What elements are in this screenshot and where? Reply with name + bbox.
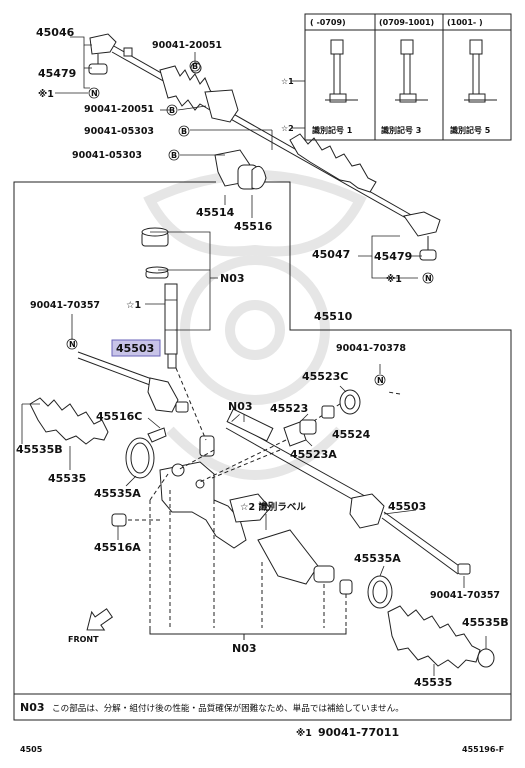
- part-label-45510: 45510: [314, 310, 353, 323]
- marker-x1-left: ※1: [38, 89, 54, 100]
- callout-b-top: [189, 60, 201, 72]
- pinion-variant-3: [464, 39, 497, 103]
- part-label-45503-right: 45503: [388, 500, 426, 513]
- callout-letter: N: [425, 274, 432, 283]
- callout-letter: N: [69, 340, 76, 349]
- callout-b-a: [178, 125, 190, 137]
- housing: [159, 435, 353, 595]
- right-side-parts: [349, 493, 495, 676]
- callout-b-b: [168, 149, 180, 161]
- part-label-90041-70378: 90041-70378: [336, 343, 406, 354]
- callout-b-mid: [166, 104, 178, 116]
- pinion-variant-2: [395, 39, 428, 103]
- callout-letter: N: [91, 89, 98, 98]
- callout-letter: B: [192, 62, 198, 71]
- table-id-3: 識別記号 5: [450, 125, 491, 135]
- part-label-n03-bottom: N03: [232, 642, 257, 655]
- front-arrow-icon: [86, 608, 114, 631]
- part-label-45535a-left: 45535A: [94, 487, 141, 500]
- part-label-45523: 45523: [270, 402, 308, 415]
- part-label-45503-highlight: 45503: [116, 342, 154, 355]
- note-code: N03: [20, 701, 45, 714]
- part-label-90041-70357-right: 90041-70357: [430, 590, 500, 601]
- rack-bar: [225, 408, 373, 509]
- callout-n-left: [88, 87, 100, 99]
- part-label-45524: 45524: [332, 428, 371, 441]
- table-marker-star1: ☆1: [281, 77, 294, 86]
- part-label-45535a-right: 45535A: [354, 552, 401, 565]
- upper-labels: 45046 45479 ※1 N 90041-20051 B 90041-200…: [36, 26, 434, 285]
- page-code: 4505: [20, 745, 43, 754]
- upper-leader-lines: [70, 36, 422, 279]
- part-label-45516: 45516: [234, 220, 273, 233]
- main-frame: [13, 181, 512, 721]
- table-marker-star2: ☆2: [281, 124, 294, 133]
- part-label-45516c: 45516C: [96, 410, 142, 423]
- part-label-45523c: 45523C: [302, 370, 348, 383]
- marker-star1: ☆1: [126, 300, 141, 311]
- dashed-assembly-lines: [126, 367, 401, 628]
- table-header-2: (0709-1001): [379, 18, 434, 27]
- part-label-90041-20051-mid: 90041-20051: [84, 104, 154, 115]
- part-label-45535-left: 45535: [48, 472, 86, 485]
- variant-table: ( -0709) (0709-1001) (1001- ) ☆1 ☆2 識別記号: [281, 13, 512, 141]
- right-labels: 45503 45535A 90041-70357 45535B 45535: [354, 500, 509, 689]
- figure-id: 455196-F: [462, 745, 504, 754]
- part-label-90041-70357-top: 90041-70357: [30, 300, 100, 311]
- ref-mark: ※1: [296, 728, 312, 739]
- part-label-n03-a: N03: [220, 272, 245, 285]
- part-label-45046: 45046: [36, 26, 75, 39]
- part-label-45523a: 45523A: [290, 448, 337, 461]
- seal-labels: 90041-70378 45523C 45523 45524 45523A 45…: [270, 310, 406, 461]
- table-header-3: (1001- ): [447, 18, 483, 27]
- table-id-1: 識別記号 1: [312, 125, 353, 135]
- part-label-90041-05303-b: 90041-05303: [72, 150, 142, 161]
- part-label-45535b-left: 45535B: [16, 443, 63, 456]
- front-label: FRONT: [68, 635, 99, 644]
- pinion-variant-1: [325, 39, 358, 103]
- part-label-90041-05303-a: 90041-05303: [84, 126, 154, 137]
- footer-reference: ※1 90041-77011: [296, 726, 399, 739]
- footer-note: N03 この部品は、分解・組付け後の性能・品質確保が困難なため、単品では補給して…: [20, 701, 404, 714]
- n03-bottom-bracket: [149, 628, 347, 640]
- table-id-2: 識別記号 3: [381, 125, 421, 135]
- callout-letter: B: [181, 127, 187, 136]
- upper-rack-assembly: [88, 33, 441, 261]
- part-label-45479-left: 45479: [38, 67, 76, 80]
- part-label-n03-b: N03: [228, 400, 253, 413]
- part-label-45047: 45047: [312, 248, 350, 261]
- table-header-1: ( -0709): [310, 18, 346, 27]
- highlight-45503: [111, 339, 161, 357]
- left-labels: 45516C 45535B 45535 45535A 45516A: [16, 410, 161, 554]
- pinion-stack: [141, 227, 218, 369]
- left-side-parts: 90041-70357 N 45503: [21, 300, 189, 527]
- label-ref-identification: ☆2 識別ラベル: [240, 501, 306, 513]
- callout-n-right: [422, 272, 434, 284]
- part-label-90041-20051-top: 90041-20051: [152, 40, 222, 51]
- part-label-45516a: 45516A: [94, 541, 141, 554]
- seal-parts: N: [283, 364, 386, 447]
- part-label-45535b-right: 45535B: [462, 616, 509, 629]
- callout-letter: B: [169, 106, 175, 115]
- marker-x1-right: ※1: [386, 274, 402, 285]
- ref-part-number: 90041-77011: [318, 726, 399, 739]
- callout-letter: N: [377, 376, 384, 385]
- part-label-45514: 45514: [196, 206, 235, 219]
- note-text: この部品は、分解・組付け後の性能・品質確保が困難なため、単品では補給していません…: [52, 702, 404, 714]
- part-label-45479-right: 45479: [374, 250, 412, 263]
- callout-letter: B: [171, 151, 177, 160]
- part-label-45535-right: 45535: [414, 676, 452, 689]
